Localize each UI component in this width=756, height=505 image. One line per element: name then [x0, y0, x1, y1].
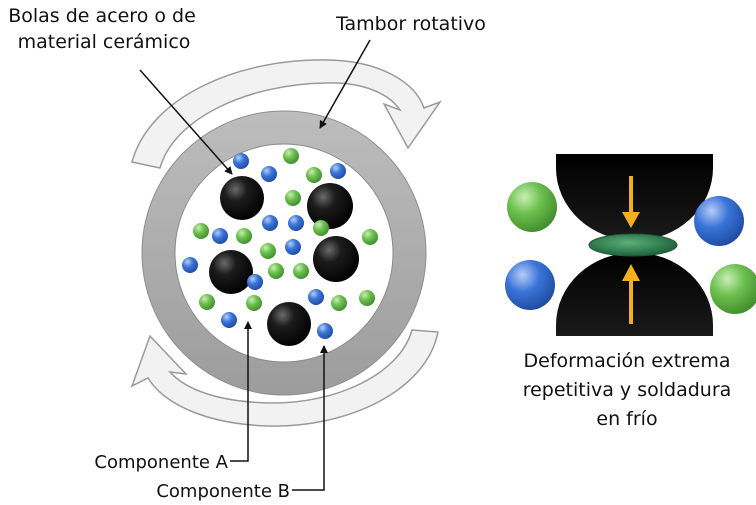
caption-line-1: Deformación extrema [524, 350, 731, 372]
rotation-arrows [130, 59, 442, 427]
component-a-particle [285, 190, 301, 206]
component-b-particle [233, 153, 249, 169]
force-arrow-up-icon [622, 264, 640, 324]
component-a-particle [359, 290, 375, 306]
drum-label: Tambor rotativo [335, 13, 486, 35]
labels: Bolas de acero o de material cerámico Ta… [8, 5, 731, 502]
component-a-particle [283, 148, 299, 164]
drum-contents [182, 148, 378, 346]
component-b-particle [247, 274, 263, 290]
compressed-particle [588, 233, 678, 257]
compression-detail [505, 154, 756, 336]
component-a-particle [260, 243, 276, 259]
force-arrow-down-icon [622, 176, 640, 228]
rotation-arrow-bottom-icon [130, 329, 439, 427]
component-a-particle-large [507, 182, 557, 232]
component-b-particle [262, 215, 278, 231]
component-a-particle [331, 295, 347, 311]
drum-leader-line [319, 39, 371, 129]
component-b-leader-line [292, 345, 328, 491]
component-a-leader-line [230, 321, 252, 462]
component-b-particle-large [505, 260, 555, 310]
leader-lines [139, 39, 371, 491]
component-b-particle [261, 166, 277, 182]
component-a-particle [362, 229, 378, 245]
component-b-particle [308, 289, 324, 305]
balls-leader-line [139, 69, 233, 175]
component-a-particle [193, 223, 209, 239]
steel-ball [313, 236, 359, 282]
steel-ball [209, 250, 253, 294]
component-a-particle [246, 295, 262, 311]
component-b-particle [330, 163, 346, 179]
component-b-particle [221, 312, 237, 328]
caption-line-3: en frío [596, 408, 657, 430]
steel-ball [267, 302, 311, 346]
balls-label-line-1: Bolas de acero o de [8, 5, 196, 27]
component-a-particle [306, 167, 322, 183]
balls-label-line-2: material cerámico [18, 31, 191, 53]
lower-ball-jaw [556, 252, 713, 336]
component-a-particle [268, 263, 284, 279]
component-a-particle-large [710, 264, 756, 314]
component-b-label: Componente B [156, 481, 290, 502]
component-a-particle [199, 294, 215, 310]
component-a-particle [236, 228, 252, 244]
component-b-particle-large [694, 196, 744, 246]
component-a-particle [313, 220, 329, 236]
component-b-particle [285, 239, 301, 255]
caption-line-2: repetitiva y soldadura [523, 379, 732, 401]
rotation-arrow-top-icon [131, 59, 442, 169]
component-a-particle [293, 263, 309, 279]
component-b-particle [317, 323, 333, 339]
component-a-label: Componente A [94, 452, 228, 473]
component-b-particle [288, 215, 304, 231]
component-b-particle [212, 228, 228, 244]
upper-ball-jaw [556, 154, 713, 241]
steel-ball [220, 176, 264, 220]
component-b-particle [182, 257, 198, 273]
steel-ball [307, 183, 353, 229]
